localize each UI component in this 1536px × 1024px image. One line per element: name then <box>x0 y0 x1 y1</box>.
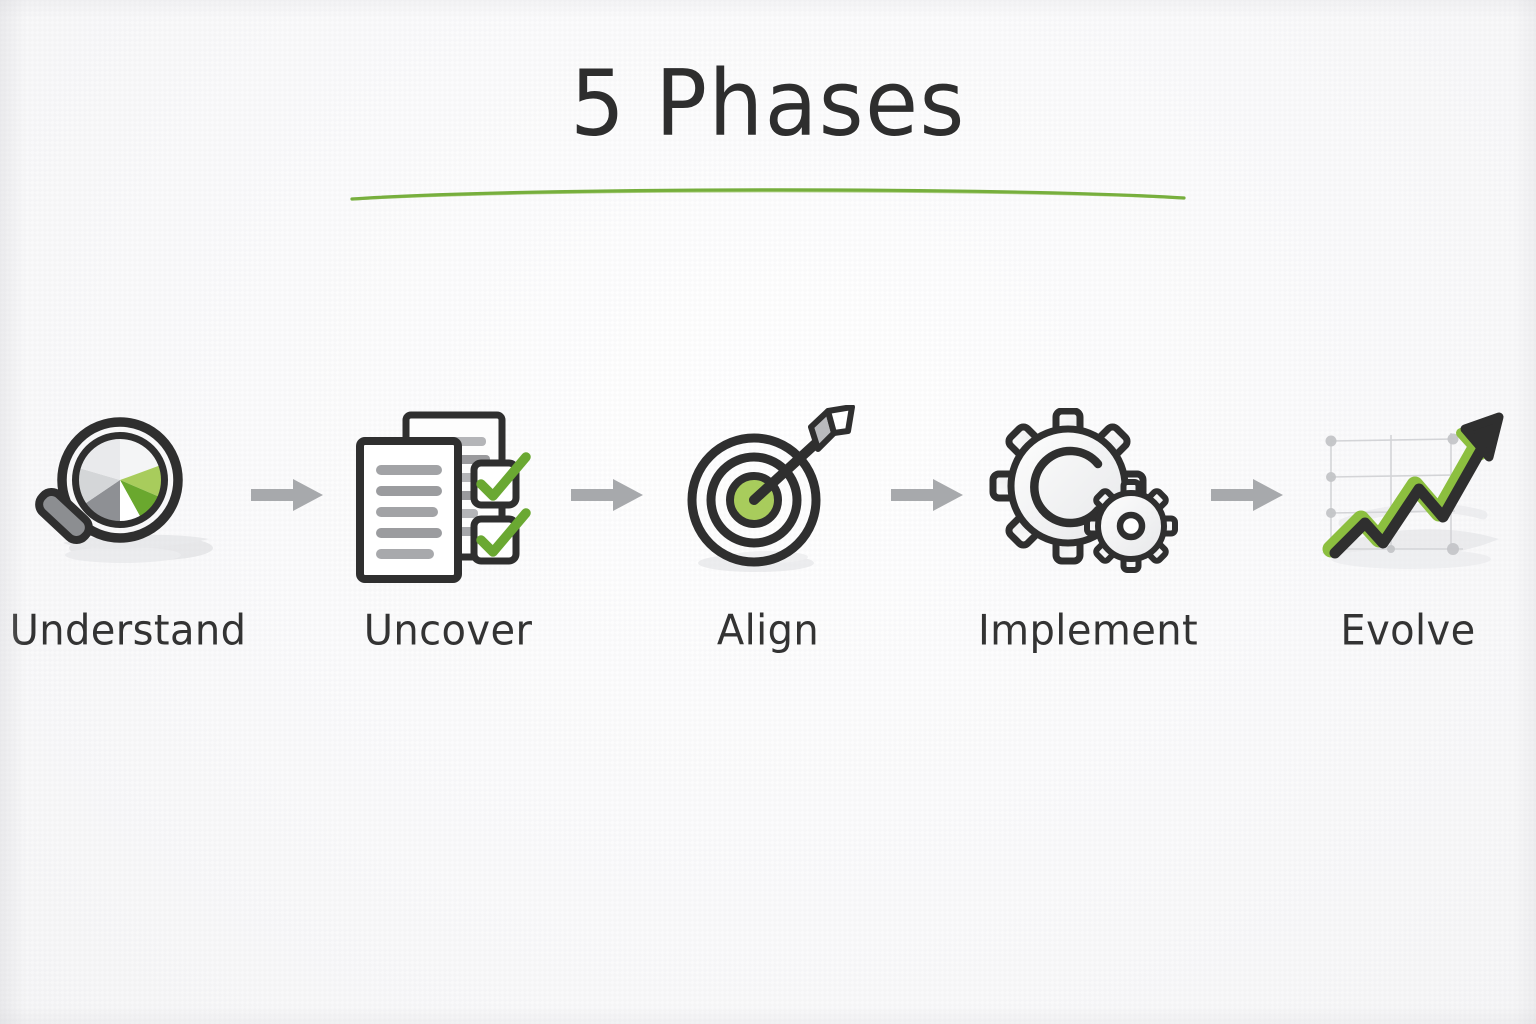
connector-cell <box>1204 400 1292 590</box>
phase-item-align[interactable]: Align <box>652 400 884 655</box>
phase-label: Uncover <box>363 607 533 655</box>
right-arrow-icon <box>251 479 323 511</box>
right-arrow-icon <box>1211 479 1283 511</box>
magnifier-pie-chart-icon <box>35 416 213 563</box>
phase-item-evolve[interactable]: Evolve <box>1292 400 1524 655</box>
phase-label: Align <box>716 607 820 655</box>
phase-row: Understand <box>10 400 1504 655</box>
phase-label: Understand <box>9 607 247 655</box>
documents-checklist-icon <box>356 411 531 583</box>
right-arrow-icon <box>891 479 963 511</box>
phase-item-implement[interactable]: Implement <box>972 400 1204 655</box>
phase-icon-wrap <box>1292 400 1524 590</box>
phase-label: Evolve <box>1340 607 1476 655</box>
growth-chart-arrow-icon <box>1321 412 1504 569</box>
title-block: 5 Phases <box>0 50 1536 203</box>
green-underline-icon <box>350 188 1186 201</box>
phase-label: Implement <box>977 607 1199 655</box>
connector-cell <box>884 400 972 590</box>
target-arrow-icon <box>687 405 855 572</box>
phase-icon-wrap <box>652 400 884 590</box>
phase-icon-wrap <box>972 400 1204 590</box>
connector-cell <box>564 400 652 590</box>
phase-item-understand[interactable]: Understand <box>9 400 247 655</box>
page-title: 5 Phases <box>570 50 966 157</box>
phase-icon-wrap <box>332 400 564 590</box>
phase-item-uncover[interactable]: Uncover <box>332 400 564 655</box>
phase-icon-wrap <box>12 400 244 590</box>
gears-icon <box>989 407 1178 573</box>
right-arrow-icon <box>571 479 643 511</box>
connector-cell <box>244 400 332 590</box>
